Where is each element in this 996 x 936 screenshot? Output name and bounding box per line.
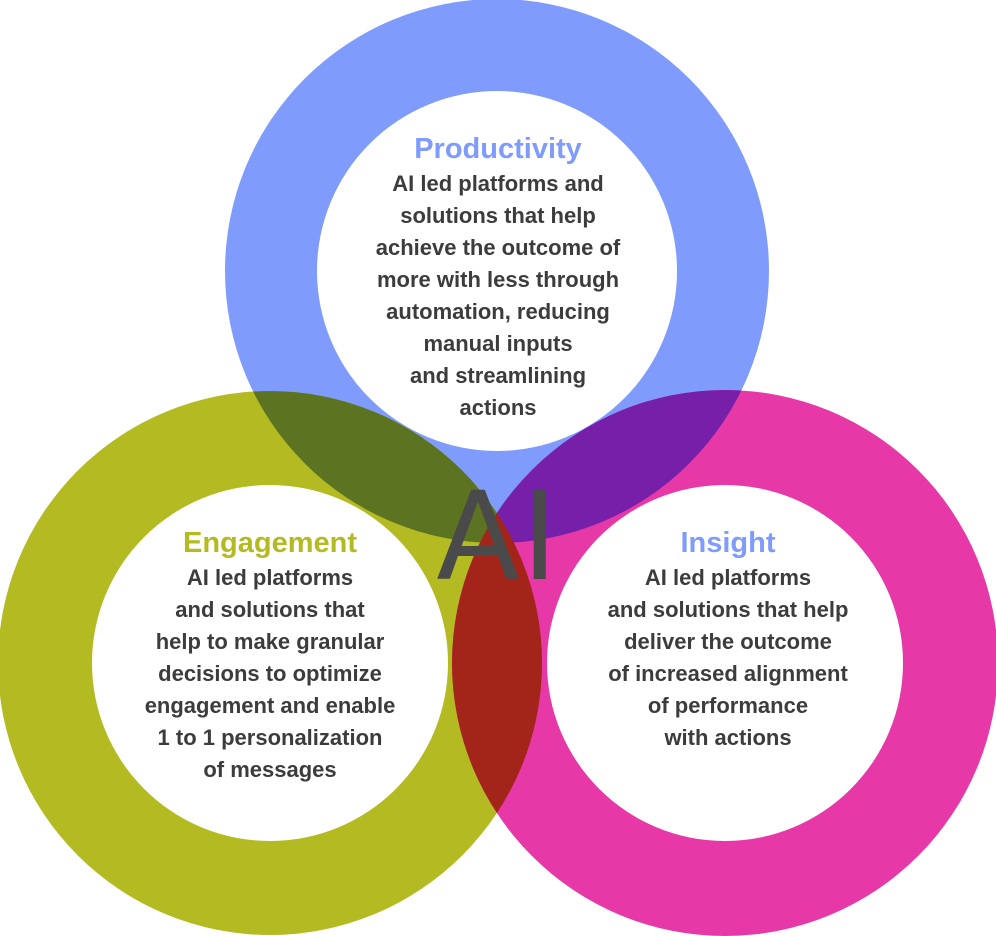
engagement-text-block: Engagement AI led platforms and solution… xyxy=(100,526,440,786)
engagement-title: Engagement xyxy=(182,527,358,559)
productivity-text-block: Productivity AI led platforms and soluti… xyxy=(328,132,668,424)
insight-title: Insight xyxy=(680,527,776,559)
overlap-productivity-insight xyxy=(452,390,769,543)
insight-description: AI led platforms and solutions that help… xyxy=(607,565,849,750)
engagement-description: AI led platforms and solutions that help… xyxy=(144,565,396,782)
productivity-description: AI led platforms and solutions that help… xyxy=(375,171,621,420)
overlap-productivity-engagement xyxy=(225,391,542,543)
insight-text-block: Insight AI led platforms and solutions t… xyxy=(556,526,900,754)
center-ai-label: AI xyxy=(436,466,560,608)
productivity-title: Productivity xyxy=(414,133,582,165)
